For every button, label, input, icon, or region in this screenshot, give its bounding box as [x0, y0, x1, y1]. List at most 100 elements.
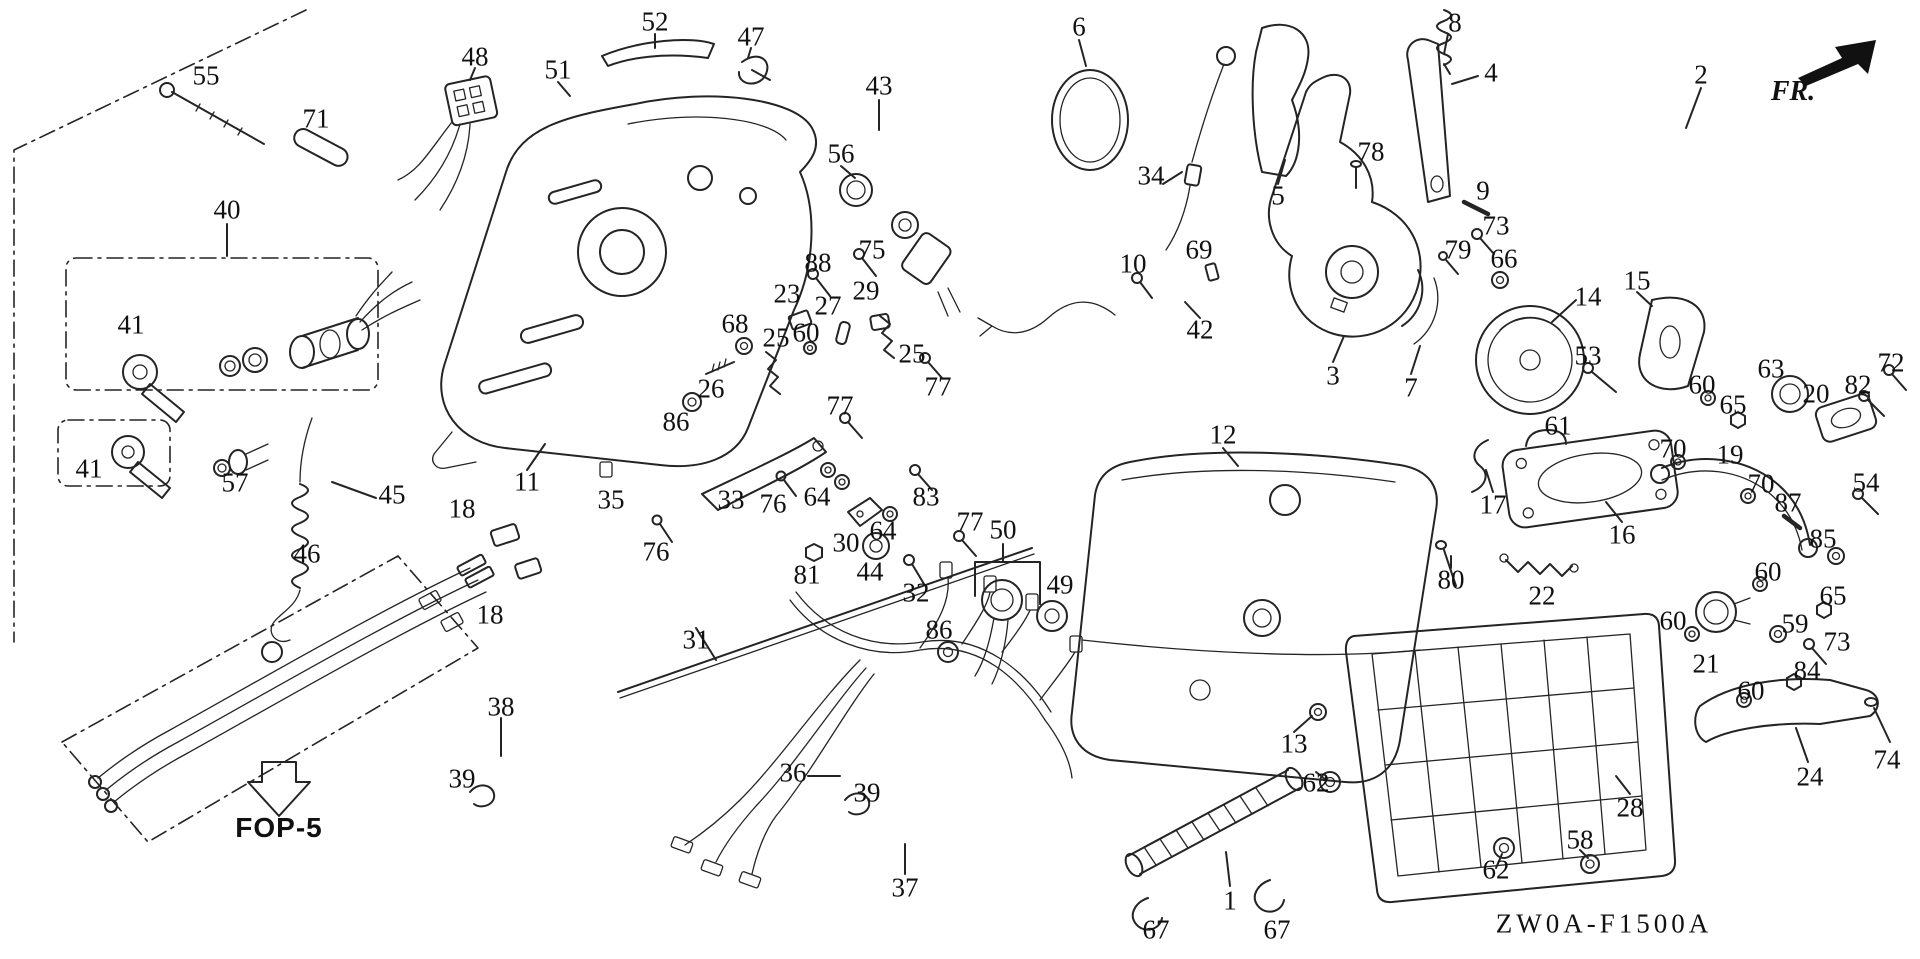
part-label-70b: 70 — [1747, 468, 1775, 499]
part-label-60a: 60 — [792, 317, 820, 348]
throttle-arm-art — [1267, 73, 1509, 345]
part-label-77c: 77 — [956, 506, 984, 537]
part-label-53: 53 — [1574, 340, 1602, 371]
part-label-79: 79 — [1444, 234, 1472, 265]
gasket-ring-art — [1051, 69, 1129, 171]
part-label-46: 46 — [293, 538, 321, 569]
part-label-36: 36 — [779, 757, 807, 788]
fop5-reference-label: FOP-5 — [235, 812, 323, 843]
part-label-32: 32 — [902, 577, 930, 608]
part-label-7: 7 — [1404, 372, 1418, 403]
small-parts-art — [651, 248, 1068, 685]
part-label-51: 51 — [544, 54, 572, 85]
part-label-29: 29 — [852, 275, 880, 306]
part-label-34: 34 — [1137, 160, 1165, 191]
part-label-67b: 67 — [1263, 914, 1291, 945]
part-label-87: 87 — [1774, 487, 1802, 518]
part-label-83: 83 — [912, 481, 940, 512]
part-label-86a: 86 — [662, 406, 690, 437]
part-label-63: 63 — [1757, 353, 1785, 384]
part-label-48: 48 — [461, 41, 489, 72]
throttle-rod-art — [617, 437, 1035, 699]
part-label-73a: 73 — [1482, 210, 1510, 241]
part-label-60b: 60 — [1688, 369, 1716, 400]
fr-direction-arrow-icon — [1798, 40, 1876, 86]
part-label-42: 42 — [1186, 314, 1214, 345]
part-label-9: 9 — [1476, 175, 1490, 206]
part-label-60e: 60 — [1737, 675, 1765, 706]
part-label-44: 44 — [856, 556, 884, 587]
part-label-12: 12 — [1209, 419, 1237, 450]
part-label-39a: 39 — [448, 763, 476, 794]
part-label-2: 2 — [1694, 59, 1708, 90]
part-label-68: 68 — [721, 308, 749, 339]
part-label-5: 5 — [1271, 180, 1285, 211]
part-label-71: 71 — [302, 103, 330, 134]
part-label-81: 81 — [793, 559, 821, 590]
boundary-dashdot-lines — [13, 9, 479, 843]
part-label-64a: 64 — [803, 481, 831, 512]
left-housing-art — [397, 39, 818, 478]
part-label-14: 14 — [1574, 281, 1602, 312]
part-label-76a: 76 — [759, 488, 787, 519]
fop5-down-arrow-icon — [247, 761, 311, 817]
part-label-26: 26 — [697, 373, 725, 404]
part-label-11: 11 — [514, 466, 540, 497]
part-label-43: 43 — [865, 70, 893, 101]
part-label-56: 56 — [827, 138, 855, 169]
part-label-82: 82 — [1844, 369, 1872, 400]
part-label-35: 35 — [597, 484, 625, 515]
part-label-76b: 76 — [642, 536, 670, 567]
part-label-55: 55 — [192, 60, 220, 91]
part-label-28: 28 — [1616, 792, 1644, 823]
cam-drum-art — [1475, 296, 1907, 447]
part-label-30: 30 — [832, 527, 860, 558]
part-label-77b: 77 — [826, 390, 854, 421]
part-label-23: 23 — [773, 278, 801, 309]
part-label-45: 45 — [378, 479, 406, 510]
part-label-16: 16 — [1608, 519, 1636, 550]
part-label-4: 4 — [1484, 57, 1498, 88]
part-label-77a: 77 — [924, 371, 952, 402]
part-label-15: 15 — [1623, 265, 1651, 296]
part-label-66: 66 — [1490, 243, 1518, 274]
part-label-33: 33 — [717, 484, 745, 515]
part-label-40: 40 — [213, 194, 241, 225]
part-label-58: 58 — [1566, 824, 1594, 855]
solenoid-art — [839, 173, 961, 317]
lock-set-art — [111, 82, 421, 663]
part-label-60d: 60 — [1659, 605, 1687, 636]
part-label-78: 78 — [1357, 136, 1385, 167]
fr-direction-label: FR. — [1770, 76, 1816, 107]
wire-harness-art — [469, 561, 1083, 889]
grip-tube-art — [1124, 766, 1304, 931]
part-label-54: 54 — [1852, 467, 1880, 498]
part-label-70a: 70 — [1659, 433, 1687, 464]
part-label-52: 52 — [641, 6, 669, 37]
part-label-8: 8 — [1448, 7, 1462, 38]
part-label-50: 50 — [989, 514, 1017, 545]
part-label-86b: 86 — [925, 614, 953, 645]
part-label-85: 85 — [1809, 523, 1837, 554]
part-label-1: 1 — [1223, 885, 1237, 916]
part-label-61: 61 — [1544, 410, 1572, 441]
part-label-13: 13 — [1280, 728, 1308, 759]
diagram-code: ZW0A-F1500A — [1495, 908, 1713, 939]
part-label-57: 57 — [221, 467, 249, 498]
part-label-20: 20 — [1802, 378, 1830, 409]
part-label-39b: 39 — [853, 777, 881, 808]
part-label-65b: 65 — [1819, 580, 1847, 611]
part-label-49: 49 — [1046, 569, 1074, 600]
part-label-59: 59 — [1781, 608, 1809, 639]
part-label-84: 84 — [1793, 655, 1821, 686]
part-label-73b: 73 — [1823, 626, 1851, 657]
strap-and-spring-art — [1406, 9, 1452, 203]
part-label-21: 21 — [1692, 648, 1720, 679]
part-label-38: 38 — [487, 691, 515, 722]
part-label-25b: 25 — [898, 338, 926, 369]
right-housing-art — [1070, 451, 1457, 793]
grille-art — [1344, 612, 1677, 904]
part-label-22: 22 — [1528, 580, 1556, 611]
part-label-18b: 18 — [476, 599, 504, 630]
